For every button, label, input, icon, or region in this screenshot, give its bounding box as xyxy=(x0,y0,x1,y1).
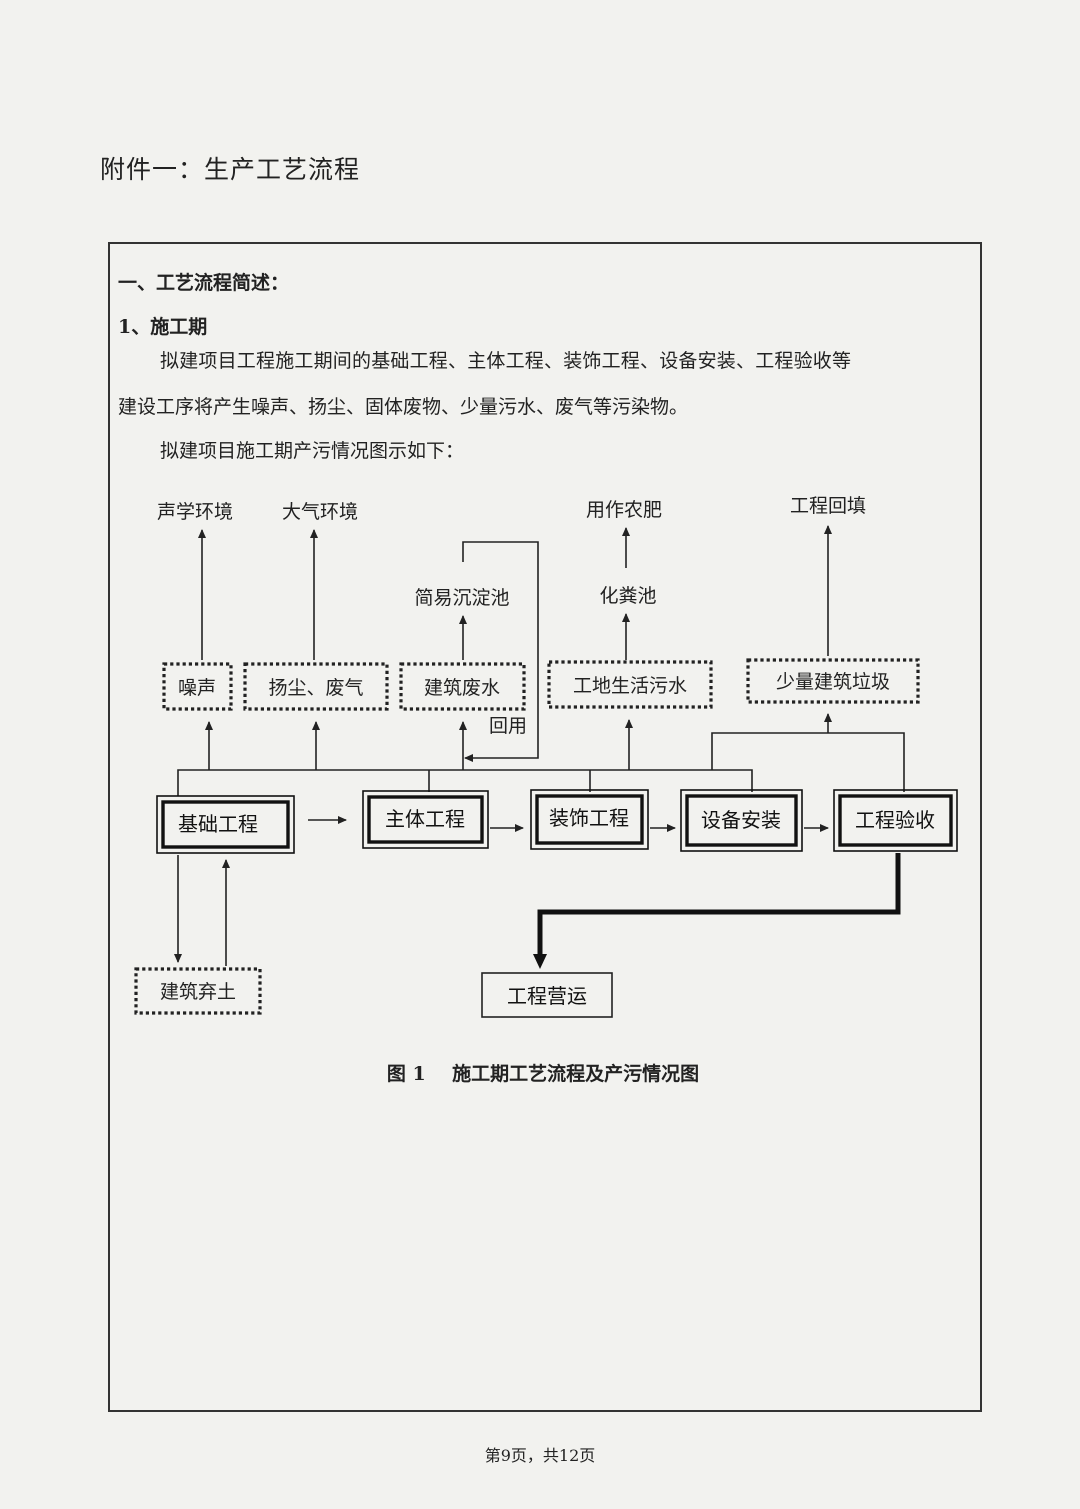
operation-label: 工程营运 xyxy=(507,984,587,1008)
reuse-loop-line xyxy=(462,541,539,762)
septic-tank-label: 化粪池 xyxy=(599,585,656,607)
construction-waste-box xyxy=(746,658,920,704)
pollutant-sewage: 工地生活污水 xyxy=(573,675,687,697)
noise-box xyxy=(162,662,233,711)
figure-caption: 图 1 施工期工艺流程及产污情况图 xyxy=(387,1062,699,1085)
content-frame xyxy=(108,242,982,1412)
intro-line: 拟建项目施工期产污情况图示如下： xyxy=(160,440,465,462)
operation-box xyxy=(481,972,613,1018)
arrow-to-operation xyxy=(533,853,901,969)
spoil-box xyxy=(134,967,262,1015)
sub-heading: 1、施工期 xyxy=(118,316,208,338)
pollutant-dust-gas: 扬尘、废气 xyxy=(268,677,363,699)
section-heading: 一、工艺流程简述： xyxy=(118,272,290,294)
pollutant-spoil: 建筑弃土 xyxy=(160,981,236,1003)
dust-gas-box xyxy=(243,662,389,711)
stage-equipment: 设备安装 xyxy=(701,808,781,832)
collector-bus xyxy=(177,769,753,796)
page-title: 附件一：生产工艺流程 xyxy=(100,155,361,184)
target-acoustic: 声学环境 xyxy=(157,501,233,523)
waste-bus xyxy=(711,732,905,792)
paragraph-line-2: 建设工序将产生噪声、扬尘、固体废物、少量污水、废气等污染物。 xyxy=(118,396,689,418)
reuse-label: 回用 xyxy=(489,715,527,737)
stage-decoration: 装饰工程 xyxy=(549,806,629,830)
sewage-box xyxy=(547,660,713,709)
target-fertilizer: 用作农肥 xyxy=(586,499,662,521)
pollutant-wastewater: 建筑废水 xyxy=(424,677,500,699)
stage-acceptance: 工程验收 xyxy=(855,808,935,832)
pollutant-construction-waste: 少量建筑垃圾 xyxy=(776,671,890,693)
paragraph-line-1: 拟建项目工程施工期间的基础工程、主体工程、装饰工程、设备安装、工程验收等 xyxy=(160,350,852,372)
pollutant-noise: 噪声 xyxy=(178,677,216,699)
target-atmosphere: 大气环境 xyxy=(282,501,358,523)
stage-main-structure: 主体工程 xyxy=(385,807,465,831)
target-backfill: 工程回填 xyxy=(790,495,866,517)
stage-foundation: 基础工程 xyxy=(178,812,258,836)
page-footer: 第9页，共12页 xyxy=(484,1446,596,1465)
wastewater-box xyxy=(399,662,526,711)
sediment-tank-label: 简易沉淀池 xyxy=(414,587,509,609)
